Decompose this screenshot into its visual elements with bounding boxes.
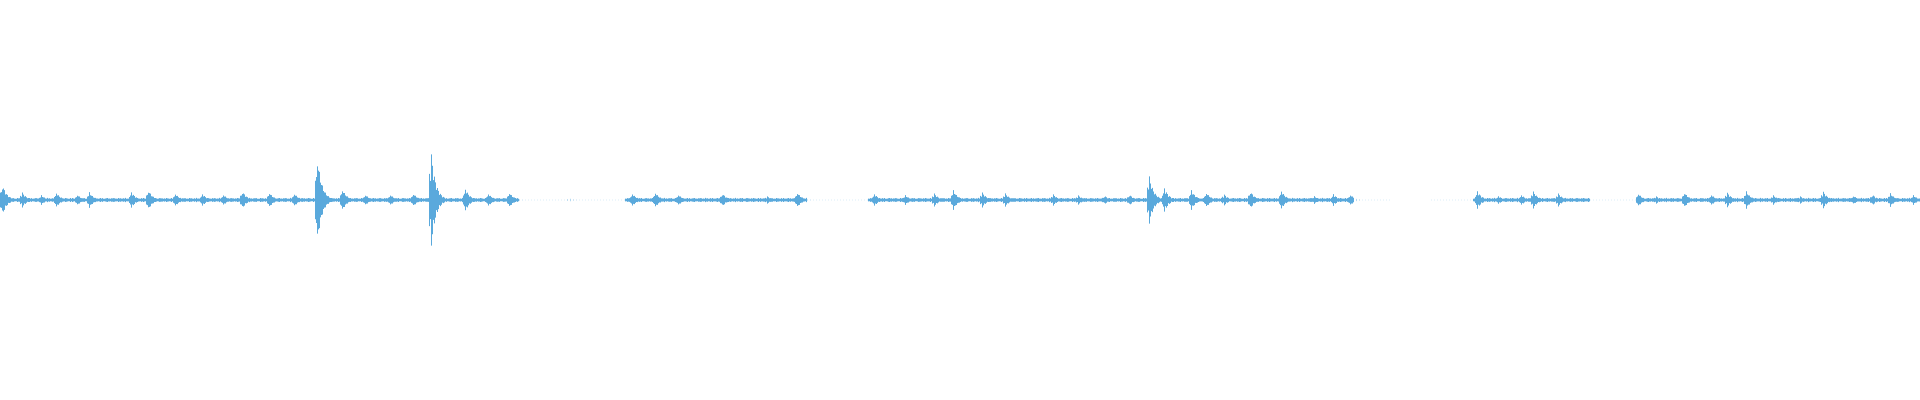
waveform-trace	[0, 154, 1920, 246]
